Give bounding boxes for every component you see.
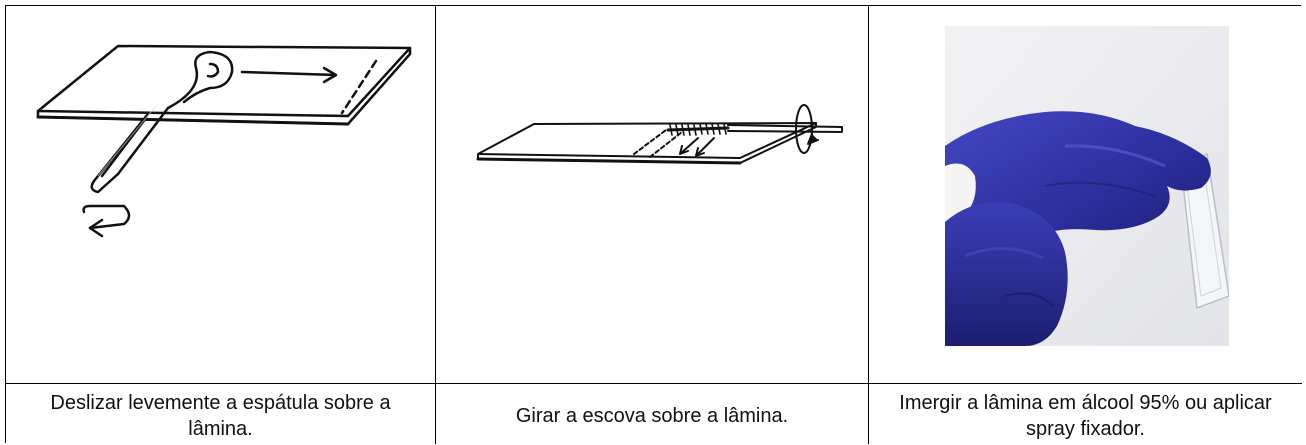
step-1-illustration-cell: [6, 6, 436, 384]
brush-slide-illustration: [476, 104, 843, 165]
step-2-illustration-cell: [436, 6, 869, 384]
step-2-caption: Girar a escova sobre a lâmina.: [436, 384, 869, 444]
procedure-table: Deslizar levemente a espátula sobre a lâ…: [5, 5, 1302, 444]
gloved-hands-photo: [945, 26, 1229, 346]
photo-rendering: [945, 26, 1229, 346]
step-1-caption: Deslizar levemente a espátula sobre a lâ…: [6, 384, 436, 444]
spatula-slide-illustration: [36, 44, 412, 238]
step-3-illustration-cell: [869, 6, 1302, 384]
step-3-caption: Imergir a lâmina em álcool 95% ou aplica…: [869, 384, 1302, 444]
